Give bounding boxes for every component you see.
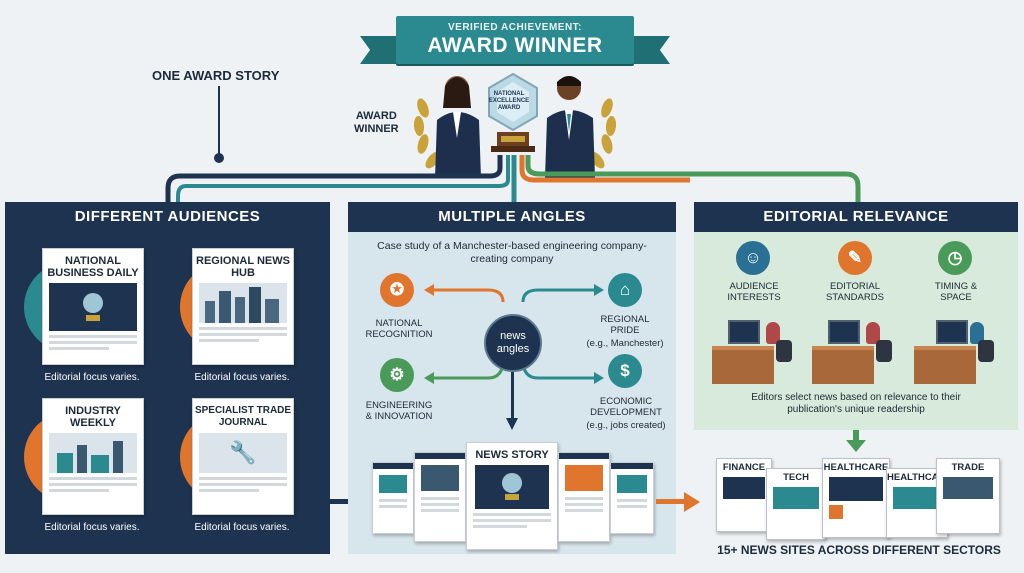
angle-regional-pride: REGIONAL PRIDE: [600, 314, 650, 336]
publication-national-business-daily: NATIONAL BUSINESS DAILY: [42, 248, 144, 365]
sector-label: TECH: [783, 472, 809, 483]
news-page: [372, 462, 414, 534]
ribbon-award-icon: ✪: [380, 273, 414, 307]
sector-site-trade: TRADE: [936, 458, 1000, 534]
banner-title: AWARD WINNER: [427, 34, 603, 57]
award-winner-label: AWARD WINNER: [354, 110, 399, 135]
trophy-text: NATIONAL EXCELLENCE AWARD: [488, 91, 530, 111]
award-illustration: [405, 68, 625, 178]
story-label: ONE AWARD STORY: [152, 68, 280, 83]
angle-national-recognition: NATIONAL RECOGNITION: [365, 318, 433, 340]
angle-economic-development: ECONOMIC DEVELOPMENT: [590, 396, 662, 418]
relevance-title: EDITORIAL RELEVANCE: [694, 202, 1018, 232]
publication-name: REGIONAL NEWS HUB: [196, 255, 290, 279]
angles-title: MULTIPLE ANGLES: [348, 202, 676, 232]
angle-regional-pride-sub: (e.g., Manchester): [586, 338, 664, 349]
chair: [978, 340, 994, 362]
criteria-timing-space: TIMING & SPACE: [934, 281, 978, 303]
checklist-icon: ✎: [838, 241, 872, 275]
trophy-icon: [49, 283, 137, 331]
banner-subtitle: VERIFIED ACHIEVEMENT:: [447, 22, 583, 33]
chair: [776, 340, 792, 362]
story-connector: [218, 86, 220, 156]
relevance-panel: [694, 202, 1018, 430]
arrow-right-icon: [656, 492, 700, 512]
audiences-title: DIFFERENT AUDIENCES: [5, 202, 330, 232]
publication-caption: Editorial focus varies.: [44, 372, 140, 383]
editor-person: [970, 322, 984, 344]
chair: [876, 340, 892, 362]
angle-engineering-innovation: ENGINEERING & INNOVATION: [365, 400, 433, 422]
computer-monitor: [936, 320, 968, 344]
news-story-page: NEWS STORY: [466, 442, 558, 550]
sector-label: FINANCE: [722, 462, 766, 473]
case-study-text: Case study of a Manchester-based enginee…: [377, 240, 647, 265]
editor-person: [766, 322, 780, 344]
sector-site-healthcare: HEALTHCARE: [822, 458, 890, 538]
sector-label: HEALTHCARE: [823, 462, 889, 473]
trophy-icon: [475, 465, 549, 509]
news-story-title: NEWS STORY: [475, 449, 549, 461]
desk: [712, 346, 774, 384]
title-banner: VERIFIED ACHIEVEMENT: AWARD WINNER: [360, 8, 670, 74]
arrow-down-icon: [846, 430, 866, 452]
gear-icon: ⚙: [380, 358, 414, 392]
computer-monitor: [728, 320, 760, 344]
publication-caption: Editorial focus varies.: [44, 522, 140, 533]
sites-footer: 15+ NEWS SITES ACROSS DIFFERENT SECTORS: [717, 543, 1001, 557]
sector-site-tech: TECH: [766, 468, 826, 540]
publication-name: SPECIALIST TRADE JOURNAL: [194, 405, 292, 428]
dollar-icon: $: [608, 354, 642, 388]
people-icon: ☺: [736, 241, 770, 275]
publication-specialist-trade-journal: SPECIALIST TRADE JOURNAL 🔧: [192, 398, 294, 515]
publication-industry-weekly: INDUSTRY WEEKLY: [42, 398, 144, 515]
news-page: [610, 462, 654, 534]
publication-caption: Editorial focus varies.: [194, 522, 290, 533]
uk-map-icon: ⌂: [608, 273, 642, 307]
criteria-audience-interests: AUDIENCE INTERESTS: [727, 281, 781, 303]
city-skyline-icon: [199, 283, 287, 323]
publication-name: NATIONAL BUSINESS DAILY: [47, 255, 139, 279]
sector-label: TRADE: [951, 462, 985, 473]
news-page: [414, 452, 466, 542]
editorial-note: Editors select news based on relevance t…: [751, 392, 961, 415]
clock-icon: ◷: [938, 241, 972, 275]
news-angles-hub: news angles: [484, 314, 542, 372]
factory-icon: [49, 433, 137, 473]
publication-name: INDUSTRY WEEKLY: [65, 405, 121, 429]
publication-caption: Editorial focus varies.: [194, 372, 290, 383]
angle-economic-development-sub: (e.g., jobs created): [586, 420, 666, 431]
sector-site-finance: FINANCE: [716, 458, 772, 532]
wrench-icon: 🔧: [199, 433, 287, 473]
desk: [812, 346, 874, 384]
story-dot: [214, 153, 224, 163]
computer-monitor: [828, 320, 860, 344]
criteria-editorial-standards: EDITORIAL STANDARDS: [826, 281, 884, 303]
editor-person: [866, 322, 880, 344]
desk: [914, 346, 976, 384]
news-page: [558, 452, 610, 542]
sector-label: HEALTHCARE: [887, 472, 952, 483]
hub-label: news angles: [496, 330, 530, 355]
publication-regional-news-hub: REGIONAL NEWS HUB: [192, 248, 294, 365]
